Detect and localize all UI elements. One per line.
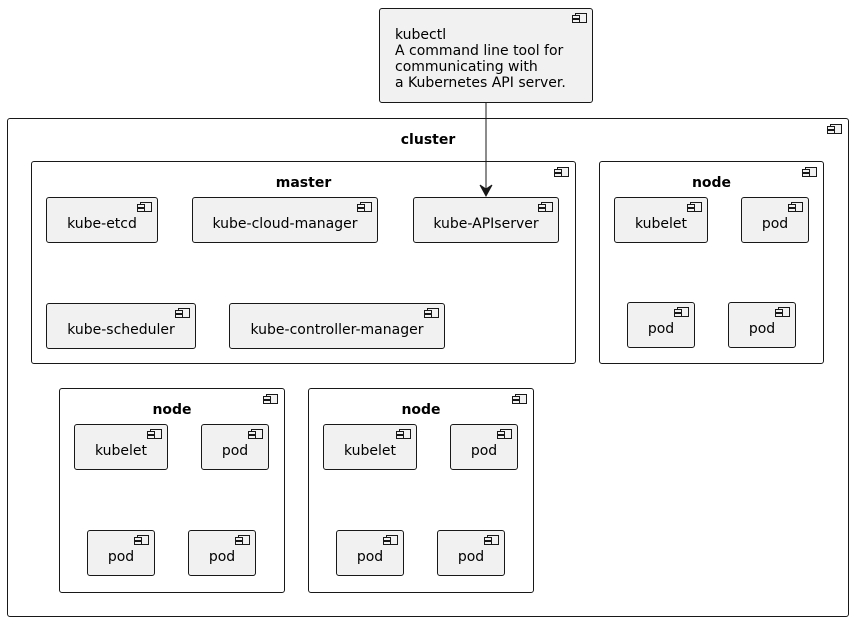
component-label: kube-APIserver [433,216,539,232]
component-label: pod [221,443,249,459]
component-icon [248,429,263,439]
component-icon [554,167,569,177]
kubelet-component: kubelet [74,424,168,470]
component-icon [572,13,587,23]
component-label: pod [470,443,498,459]
component-icon [175,308,190,318]
pod-component: pod [87,530,155,576]
component-label: pod [356,549,384,565]
component-icon [137,202,152,212]
component-label: pod [748,321,776,337]
node-title: node [691,175,732,191]
component-label: pod [107,549,135,565]
kube-cloud-manager-component: kube-cloud-manager [192,197,378,243]
component-label: kube-etcd [67,216,137,232]
component-icon [802,167,817,177]
component-icon [497,429,512,439]
component-icon [484,535,499,545]
pod-component: pod [728,302,796,348]
kubectl-title: kubectl [395,27,447,43]
component-icon [674,307,689,317]
pod-component: pod [336,530,404,576]
component-icon [357,202,372,212]
kubectl-description-line-3: a Kubernetes API server. [395,75,566,91]
component-icon [788,202,803,212]
component-label: kube-scheduler [67,322,175,338]
kubectl-component: kubectl A command line tool for communic… [379,8,593,103]
node-title: node [152,402,192,418]
component-icon [396,429,411,439]
node-title: node [401,402,441,418]
component-icon [263,394,278,404]
component-label: kubelet [634,216,688,232]
pod-component: pod [450,424,518,470]
pod-component: pod [201,424,269,470]
component-label: pod [457,549,485,565]
kubelet-component: kubelet [614,197,708,243]
pod-component: pod [627,302,695,348]
component-label: kubelet [94,443,148,459]
kubectl-description-line-2: communicating with [395,59,538,75]
component-icon [827,124,842,134]
pod-component: pod [741,197,809,243]
component-icon [538,202,553,212]
component-label: kubelet [343,443,397,459]
component-label: pod [647,321,675,337]
pod-component: pod [437,530,505,576]
component-icon [383,535,398,545]
kubelet-component: kubelet [323,424,417,470]
kubectl-description-line-1: A command line tool for [395,43,564,59]
component-icon [775,307,790,317]
component-icon [687,202,702,212]
kube-scheduler-component: kube-scheduler [46,303,196,349]
cluster-title: cluster [400,132,456,148]
component-icon [424,308,439,318]
kube-etcd-component: kube-etcd [46,197,158,243]
component-label: pod [761,216,789,232]
component-icon [512,394,527,404]
component-label: pod [208,549,236,565]
kube-controller-manager-component: kube-controller-manager [229,303,445,349]
component-icon [235,535,250,545]
component-label: kube-cloud-manager [212,216,358,232]
pod-component: pod [188,530,256,576]
component-icon [134,535,149,545]
arrowhead-icon [479,184,493,198]
master-title: master [275,175,332,191]
kube-APIserver-component: kube-APIserver [413,197,559,243]
component-label: kube-controller-manager [250,322,424,338]
component-icon [147,429,162,439]
